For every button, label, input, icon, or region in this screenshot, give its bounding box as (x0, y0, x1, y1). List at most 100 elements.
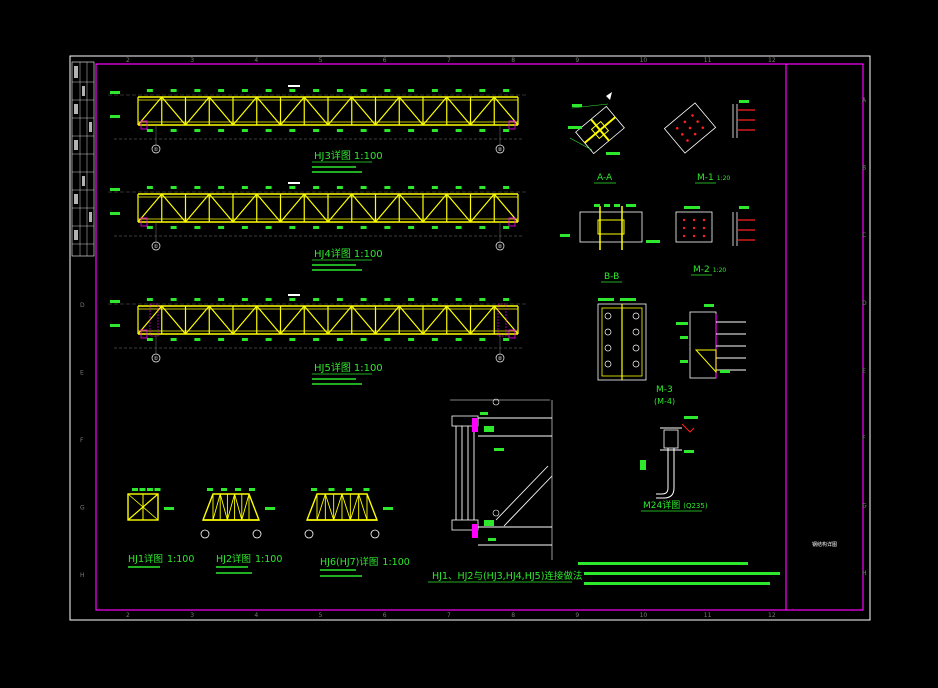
section-label-a-a: A-A (597, 173, 613, 183)
anchor-label: M24详图(Q235) (643, 499, 708, 511)
diagonal-member (137, 193, 163, 223)
diagonal-member (327, 193, 353, 223)
member-tag (408, 129, 415, 132)
member-tag (241, 186, 248, 189)
support-plate (508, 120, 516, 130)
grid-col-label: 8 (511, 57, 515, 64)
plate-label-m3: M-3 (656, 385, 673, 395)
diagonal-member (351, 193, 376, 223)
diagonal-member (398, 305, 424, 335)
member-tag (479, 89, 486, 92)
member-tag (289, 338, 296, 341)
axis-bubble (151, 353, 161, 363)
diagonal-member (493, 193, 519, 223)
axis-bubble (200, 529, 210, 539)
member-tag (384, 89, 391, 92)
grid-row-label: H (862, 570, 867, 577)
member-tag (360, 226, 367, 229)
grid-row-label: B (862, 165, 866, 172)
diagonal-member (234, 493, 243, 521)
member-tag (146, 186, 153, 189)
member-tag (360, 298, 367, 301)
plate-label-m4: (M-4) (654, 397, 675, 406)
grid-col-label: 9 (575, 57, 579, 64)
member-tag (265, 298, 272, 301)
member-tag (218, 226, 225, 229)
diagonal-member (358, 493, 368, 521)
member-tag (346, 488, 352, 491)
member-tag (194, 226, 201, 229)
diagonal-member (241, 493, 250, 521)
diagonal-member (303, 96, 329, 126)
dimension-tag (383, 507, 393, 510)
diagonal-member (208, 305, 234, 335)
member-tag (313, 338, 320, 341)
member-tag (289, 186, 296, 189)
grid-col-label: 2 (126, 612, 130, 619)
sheet-border (69, 55, 871, 621)
member-tag (479, 186, 486, 189)
support-plate (140, 329, 148, 339)
axis-bubble (495, 241, 505, 251)
member-tag (503, 298, 510, 301)
member-tag (503, 186, 510, 189)
grid-col-label: 11 (704, 57, 712, 64)
member-tag (455, 129, 462, 132)
member-tag (241, 129, 248, 132)
diagonal-member (470, 305, 495, 335)
diagonal-member (303, 193, 329, 223)
elevation-tag (110, 188, 120, 191)
member-tag (363, 488, 370, 491)
member-tag (235, 488, 241, 491)
dimension-tag (265, 507, 275, 510)
grid-row-label: H (80, 572, 85, 579)
diagonal-member (422, 96, 448, 126)
diagonal-member (333, 493, 343, 521)
grid-col-label: 7 (447, 57, 451, 64)
member-tag (147, 488, 153, 491)
diagonal-member (351, 305, 376, 335)
axis-bubble (252, 529, 262, 539)
member-callout (288, 294, 300, 296)
diagonal-member (470, 193, 495, 223)
member-tag (289, 298, 296, 301)
member-tag (503, 129, 510, 132)
grid-col-label: 4 (254, 612, 258, 619)
axis-label: ① (154, 147, 159, 153)
axis-label: ① (154, 356, 159, 362)
member-tag (503, 338, 510, 341)
elevation-tag (110, 212, 120, 215)
member-tag (170, 338, 177, 341)
diagonal-member (324, 493, 335, 521)
base-plate-plan (597, 298, 647, 381)
member-tag (289, 226, 296, 229)
diagonal-member (208, 96, 234, 126)
axis-label: ② (498, 147, 503, 153)
diagonal-member (256, 305, 281, 335)
diagonal-member (398, 193, 424, 223)
member-tag (360, 89, 367, 92)
elevation-tag (110, 91, 120, 94)
diagonal-member (212, 493, 221, 521)
diagonal-member (256, 193, 281, 223)
elevation-tag (110, 115, 120, 118)
support-plate (508, 329, 516, 339)
member-tag (146, 129, 153, 132)
grid-col-label: 8 (511, 612, 515, 619)
axis-bubble (495, 144, 505, 154)
diagonal-member (422, 305, 448, 335)
member-tag (194, 186, 201, 189)
member-tag (455, 186, 462, 189)
member-tag (207, 488, 213, 491)
grid-row-label: E (80, 369, 84, 376)
